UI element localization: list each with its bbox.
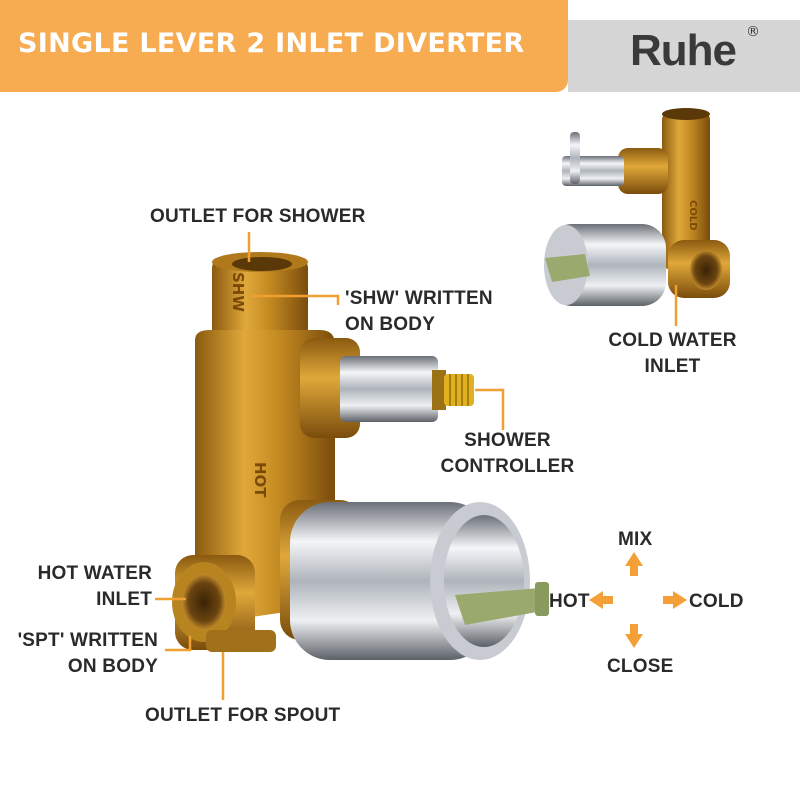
arrow-right-icon xyxy=(663,591,687,609)
direction-arrows xyxy=(589,552,687,648)
shw-marking: SHW xyxy=(229,272,247,312)
header-banner: SINGLE LEVER 2 INLET DIVERTER xyxy=(0,0,568,92)
brand-registered-mark: ® xyxy=(746,24,760,40)
direction-close: CLOSE xyxy=(607,656,674,677)
arrow-left-icon xyxy=(589,591,613,609)
brand-banner: Ruhe ® xyxy=(568,20,800,92)
cold-marking: COLD xyxy=(687,200,698,231)
page-title: SINGLE LEVER 2 INLET DIVERTER xyxy=(18,28,525,59)
mixing-cartridge xyxy=(290,502,549,660)
hot-marking: HOT xyxy=(251,462,269,498)
direction-mix: MIX xyxy=(618,529,653,550)
brand-logo: Ruhe xyxy=(630,26,737,75)
shower-controller-cartridge xyxy=(340,356,474,422)
small-diverter-view: COLD xyxy=(544,108,730,306)
arrow-down-icon xyxy=(625,624,643,648)
label-outlet-for-spout: OUTLET FOR SPOUT xyxy=(145,705,341,726)
leader-lines xyxy=(155,232,678,700)
label-outlet-for-shower: OUTLET FOR SHOWER xyxy=(150,206,366,227)
arrow-up-icon xyxy=(625,552,643,576)
direction-hot: HOT xyxy=(549,591,590,612)
direction-cold: COLD xyxy=(689,591,744,612)
